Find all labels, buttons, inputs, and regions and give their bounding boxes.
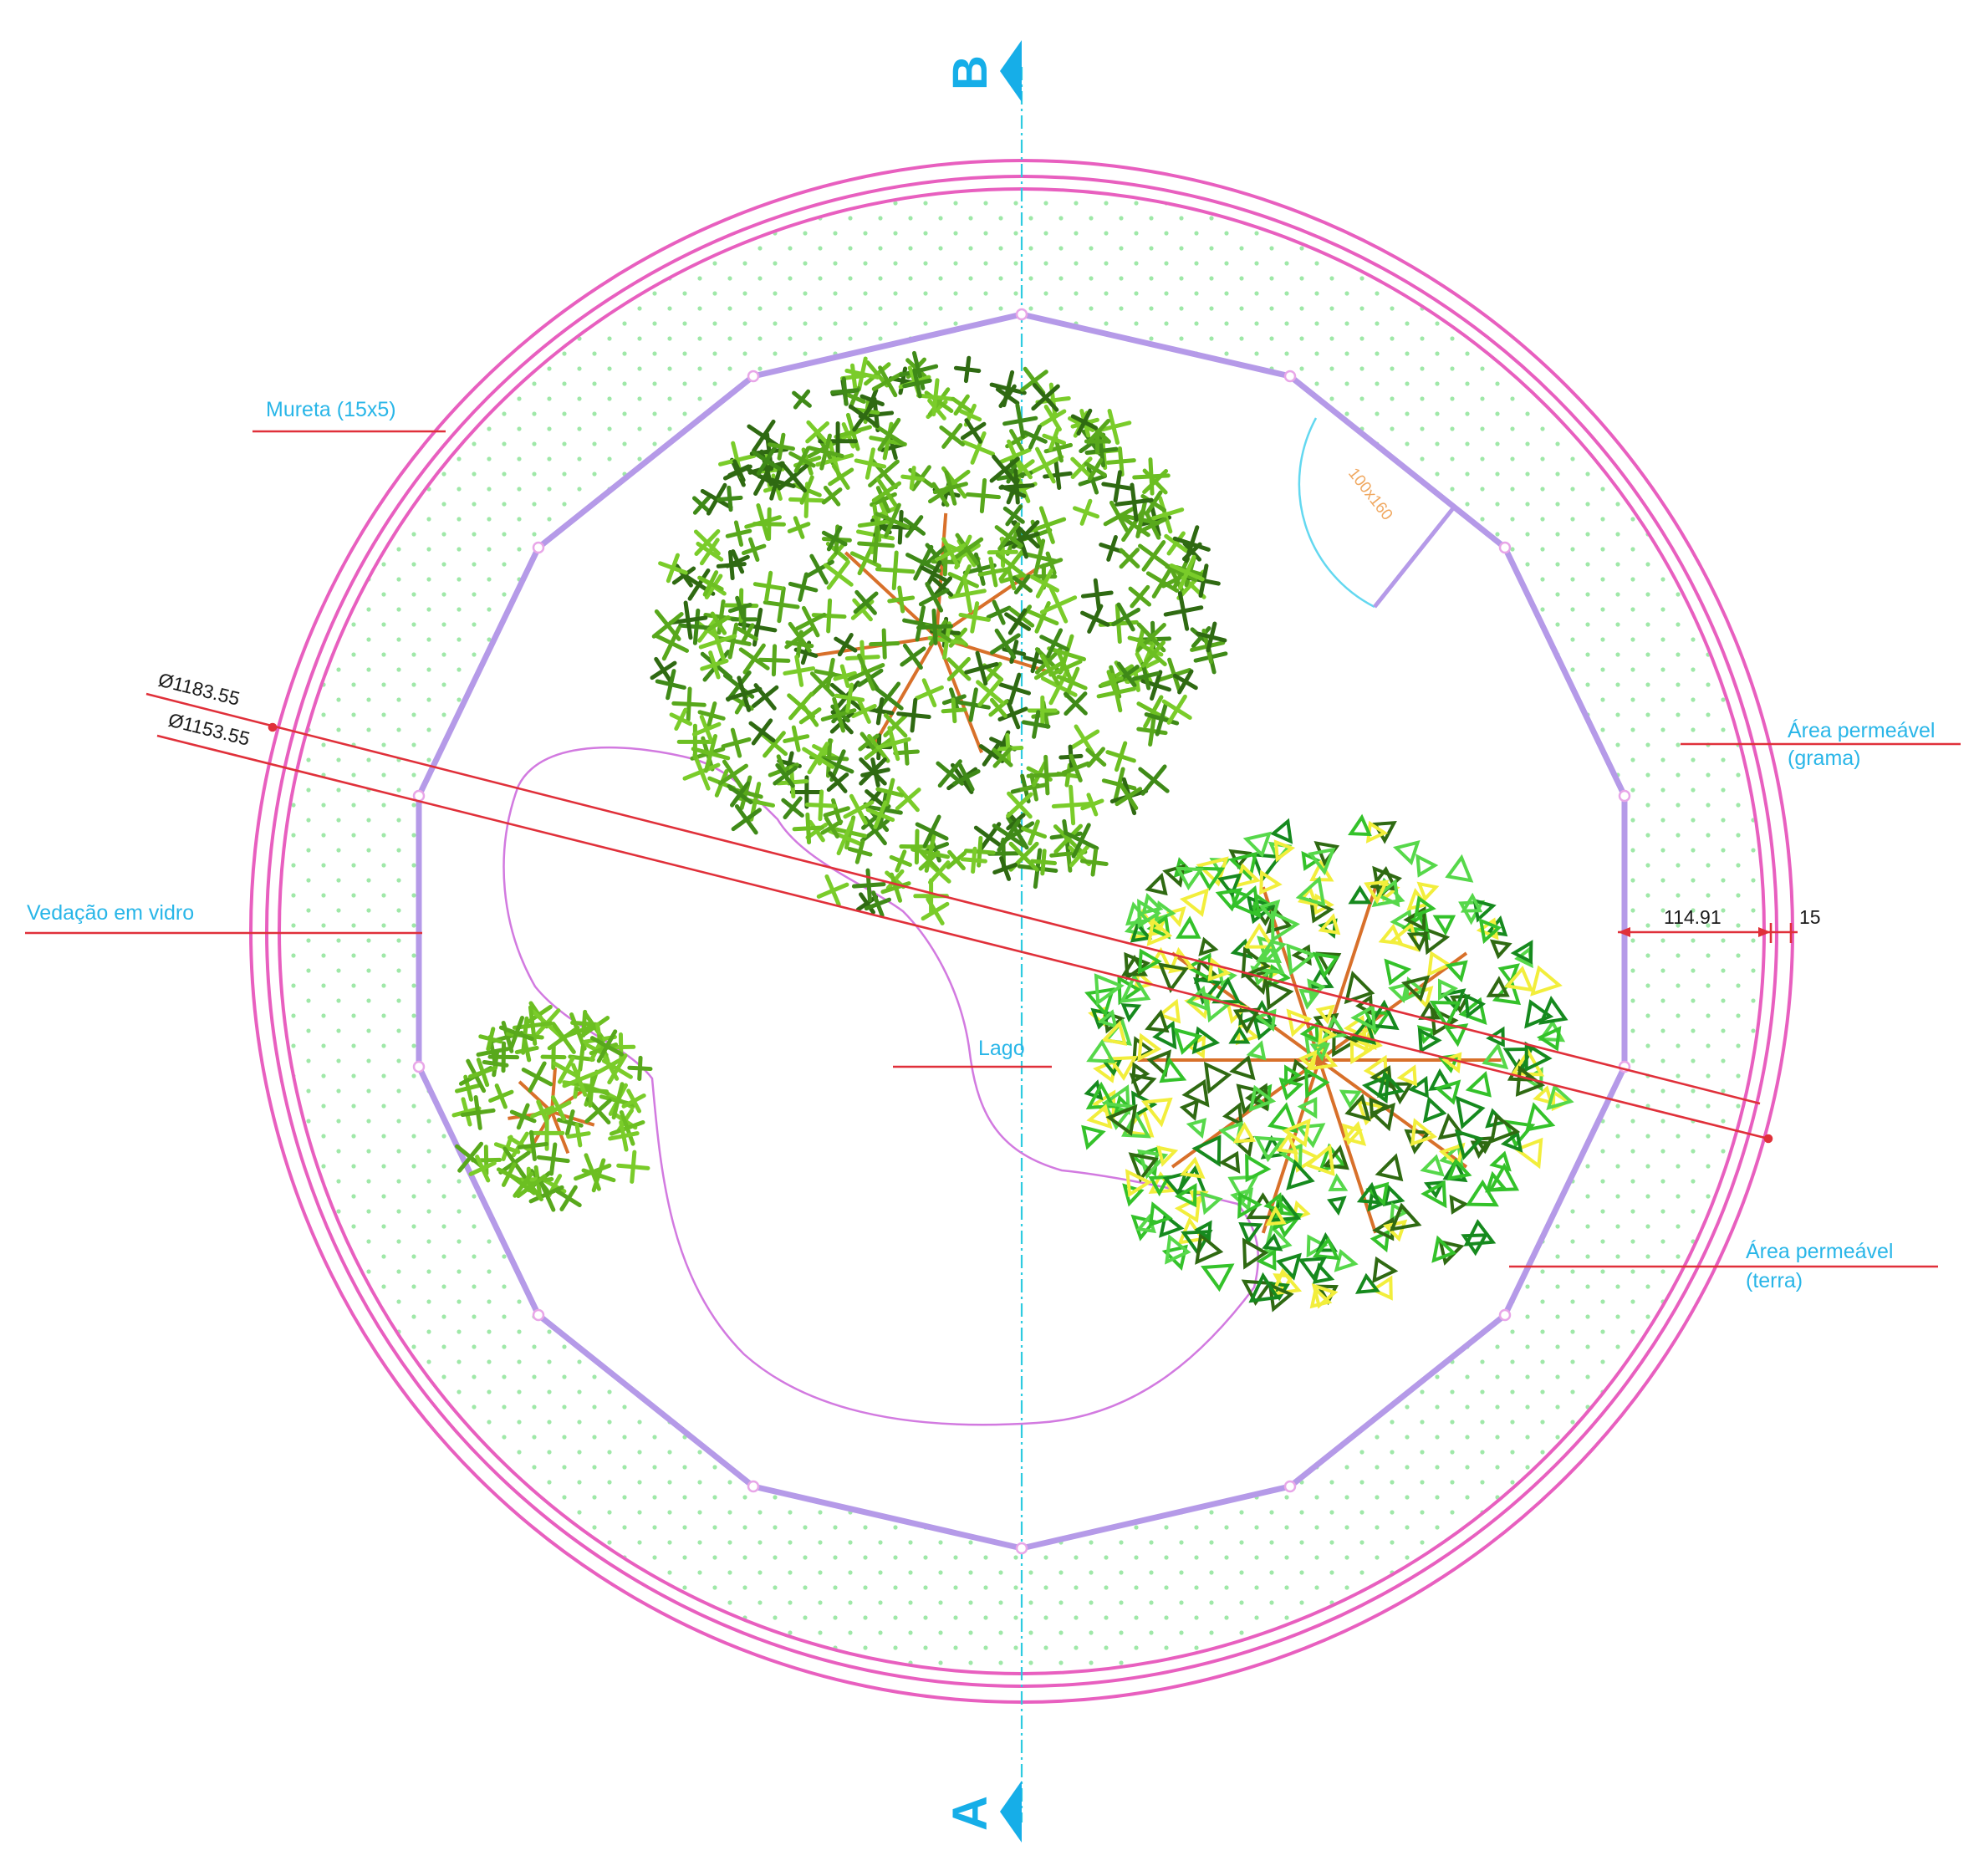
door-size-label: 100x160	[1344, 465, 1395, 523]
area-terra-sub-label: (terra)	[1746, 1269, 1803, 1292]
lago-label: Lago	[978, 1037, 1025, 1060]
inner-diameter-label: Ø1153.55	[166, 709, 252, 750]
outer-diameter-label: Ø1183.55	[156, 669, 242, 710]
ring-width-dimension	[1618, 923, 1798, 943]
tree-flowering	[1081, 813, 1574, 1313]
leader-lines	[25, 430, 1961, 1268]
diameter-dimension	[145, 692, 1773, 1144]
area-terra-label: Área permeável	[1746, 1239, 1893, 1263]
area-grama-label: Área permeável	[1788, 718, 1935, 742]
mureta-label: Mureta (15x5)	[266, 398, 396, 421]
tree-large	[650, 350, 1228, 925]
wall-thickness-label: 15	[1799, 906, 1821, 928]
area-grama-sub-label: (grama)	[1788, 747, 1861, 770]
ring-width-label: 114.91	[1664, 906, 1722, 928]
glass-enclosure	[412, 308, 1631, 1555]
section-letter-b: B	[943, 55, 997, 90]
section-letter-a: A	[943, 1796, 997, 1831]
section-marker-top: B	[943, 40, 1022, 102]
lake-outline	[502, 746, 1259, 1426]
tree-small	[451, 1001, 653, 1212]
section-marker-bottom: A	[943, 1781, 1022, 1843]
vedacao-label: Vedação em vidro	[27, 901, 194, 925]
